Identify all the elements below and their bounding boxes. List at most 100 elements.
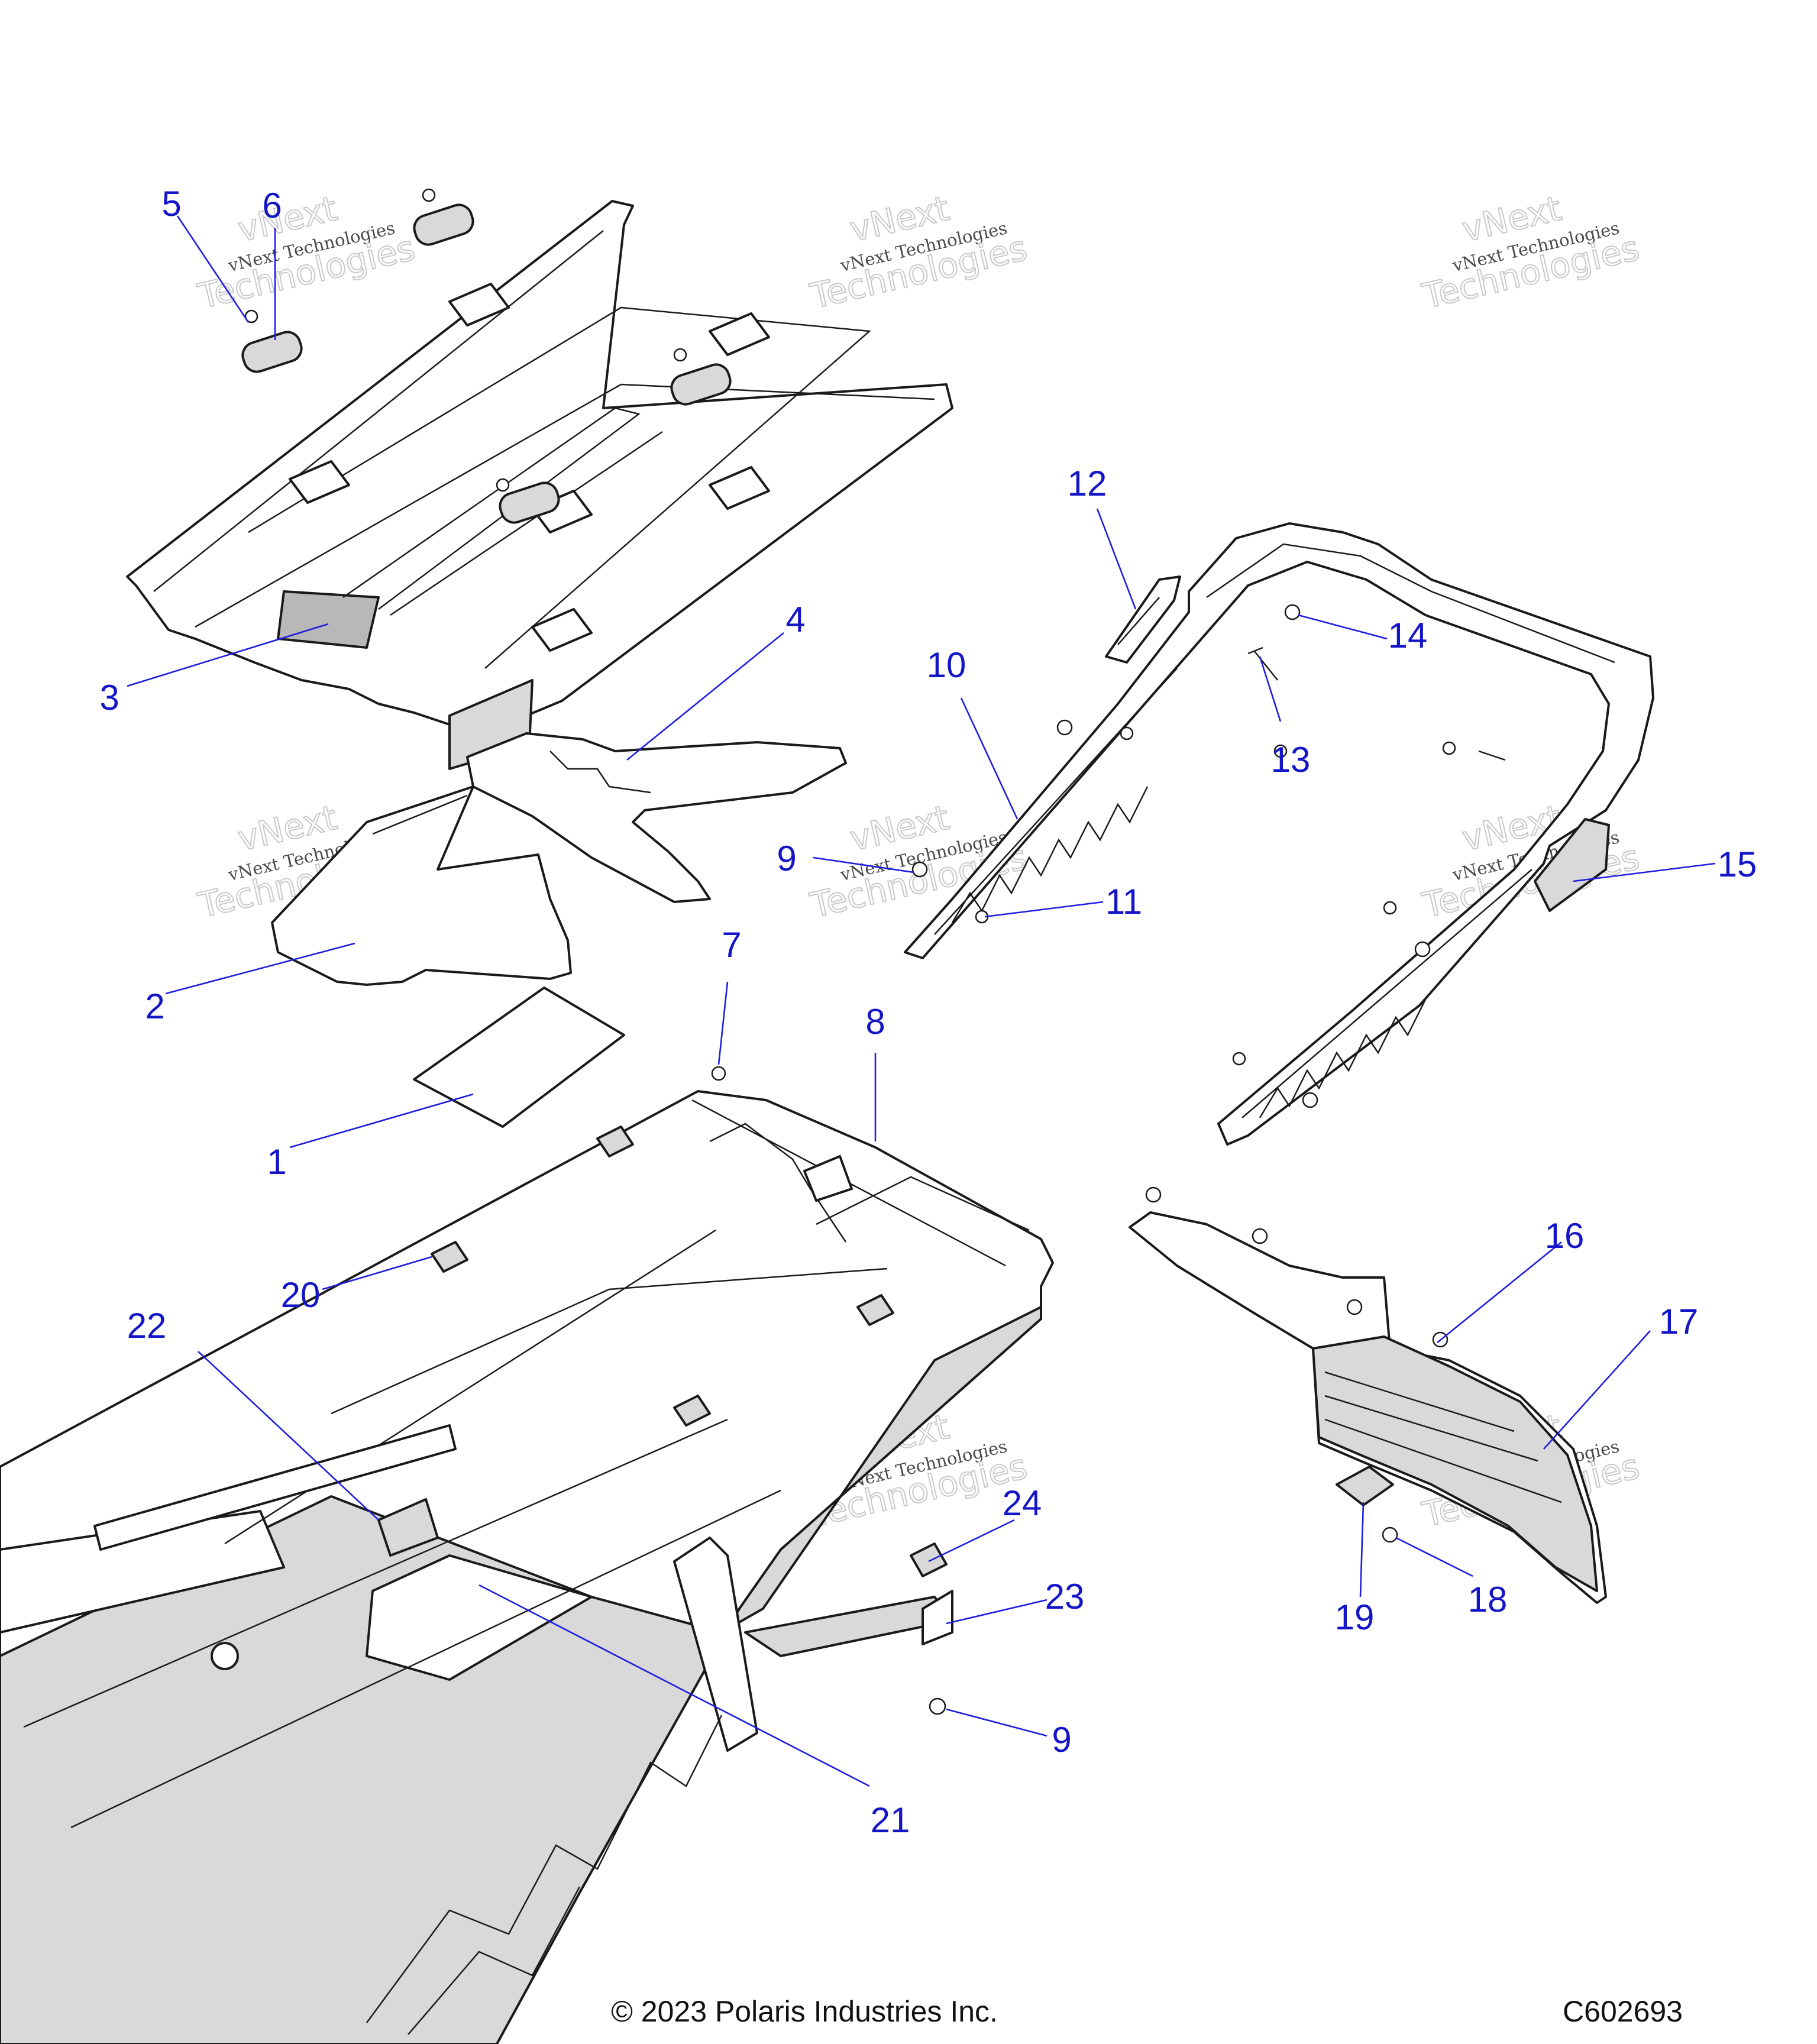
leader-23 <box>946 1599 1047 1625</box>
insulation-pad <box>271 785 572 986</box>
rivet <box>1382 1526 1398 1543</box>
callout-3[interactable]: 3 <box>99 678 119 717</box>
tie-down-bracket <box>413 203 474 246</box>
leader-5 <box>176 215 250 323</box>
watermark: vNext vNext Technologies Technologies <box>193 187 419 317</box>
figure-code: C602693 <box>1563 1995 1683 2028</box>
nut <box>1414 941 1431 958</box>
callout-14[interactable]: 14 <box>1388 616 1428 655</box>
leader-10 <box>960 697 1019 820</box>
tie-down-bracket <box>499 481 560 524</box>
bolt <box>1383 901 1397 915</box>
callout-21[interactable]: 21 <box>871 1800 910 1840</box>
callout-15[interactable]: 15 <box>1718 845 1757 884</box>
screw <box>496 478 510 492</box>
lower-shield-panel <box>466 732 847 903</box>
connector <box>377 1498 439 1557</box>
rail-end <box>211 1642 239 1670</box>
bolt <box>1232 1052 1246 1066</box>
callout-2[interactable]: 2 <box>145 987 164 1026</box>
leader-13 <box>1259 656 1282 722</box>
callout-16[interactable]: 16 <box>1545 1216 1585 1256</box>
nut <box>929 1697 946 1715</box>
callout-10[interactable]: 10 <box>927 645 966 685</box>
callout-11[interactable]: 11 <box>1105 882 1142 921</box>
watermark: vNext vNext Technologies Technologies <box>1418 187 1643 317</box>
leader-15 <box>1573 862 1716 882</box>
tunnel-assembly <box>0 1066 1054 2044</box>
callout-8[interactable]: 8 <box>865 1002 885 1042</box>
leader-7 <box>717 981 729 1065</box>
screw <box>673 348 687 362</box>
tunnel-top-plate <box>126 200 953 770</box>
rail-strip <box>744 1596 953 1657</box>
nut <box>911 861 928 878</box>
nut <box>1302 1092 1318 1108</box>
leader-21 <box>479 1584 870 1787</box>
connector <box>803 1155 853 1202</box>
leader-lines <box>127 215 1716 1787</box>
callout-24[interactable]: 24 <box>1003 1483 1042 1523</box>
fastener <box>1346 1299 1363 1315</box>
callout-17[interactable]: 17 <box>1659 1302 1699 1341</box>
leader-22 <box>198 1351 379 1521</box>
clip <box>856 1294 894 1326</box>
leader-19 <box>1359 1502 1365 1597</box>
bolt <box>1120 726 1134 740</box>
screw <box>244 309 258 324</box>
bolt <box>1284 604 1301 620</box>
callout-20[interactable]: 20 <box>281 1275 321 1315</box>
leader-16 <box>1437 1241 1562 1344</box>
leader-1 <box>289 1093 474 1149</box>
rear-bumper <box>904 522 1654 1146</box>
callout-22[interactable]: 22 <box>127 1306 167 1346</box>
label-sheet <box>413 987 625 1128</box>
leader-12 <box>1096 508 1137 610</box>
callout-5[interactable]: 5 <box>161 184 181 224</box>
nut <box>1056 719 1073 736</box>
copyright-notice: © 2023 Polaris Industries Inc. <box>611 1995 998 2028</box>
fastener <box>1252 1228 1268 1244</box>
leader-24 <box>928 1519 1015 1563</box>
callout-23[interactable]: 23 <box>1045 1577 1085 1616</box>
callout-1[interactable]: 1 <box>267 1142 286 1182</box>
callout-12[interactable]: 12 <box>1068 464 1107 503</box>
callout-13[interactable]: 13 <box>1271 740 1311 780</box>
leader-9a <box>813 856 914 874</box>
clip <box>596 1126 634 1157</box>
bracket <box>910 1542 948 1577</box>
callout-6[interactable]: 6 <box>262 186 282 225</box>
callout-numbers: 5 6 3 4 2 1 7 8 10 12 14 13 9 11 15 16 1… <box>99 184 1757 1840</box>
tie-down-brackets <box>241 188 732 524</box>
callout-19[interactable]: 19 <box>1335 1597 1375 1637</box>
callout-4[interactable]: 4 <box>785 600 805 639</box>
screw <box>422 188 436 202</box>
fastener <box>1145 1186 1162 1203</box>
backing-plate <box>1336 1466 1394 1506</box>
clip <box>673 1395 711 1427</box>
leader-20 <box>322 1256 432 1291</box>
leader-3 <box>127 623 329 687</box>
leader-14 <box>1298 614 1388 640</box>
watermark: vNext vNext Technologies Technologies <box>806 187 1031 317</box>
tie-down-bracket <box>670 363 732 406</box>
tie-down-bracket <box>241 331 303 373</box>
callout-18[interactable]: 18 <box>1468 1580 1508 1619</box>
bolt <box>1273 744 1288 758</box>
clip <box>431 1241 468 1273</box>
leader-4 <box>626 632 784 761</box>
leader-2 <box>165 942 355 995</box>
callout-9-lower[interactable]: 9 <box>1052 1720 1071 1760</box>
reflector <box>1105 575 1181 664</box>
leader-9b <box>946 1708 1047 1737</box>
callout-7[interactable]: 7 <box>722 925 741 965</box>
snow-flap <box>1129 1186 1607 1604</box>
bumper-decal <box>1534 818 1610 912</box>
leader-11 <box>984 901 1104 918</box>
callout-9[interactable]: 9 <box>777 839 796 878</box>
leader-17 <box>1543 1330 1651 1450</box>
screw <box>711 1066 726 1081</box>
leader-18 <box>1395 1537 1473 1577</box>
bolt <box>1442 741 1456 755</box>
